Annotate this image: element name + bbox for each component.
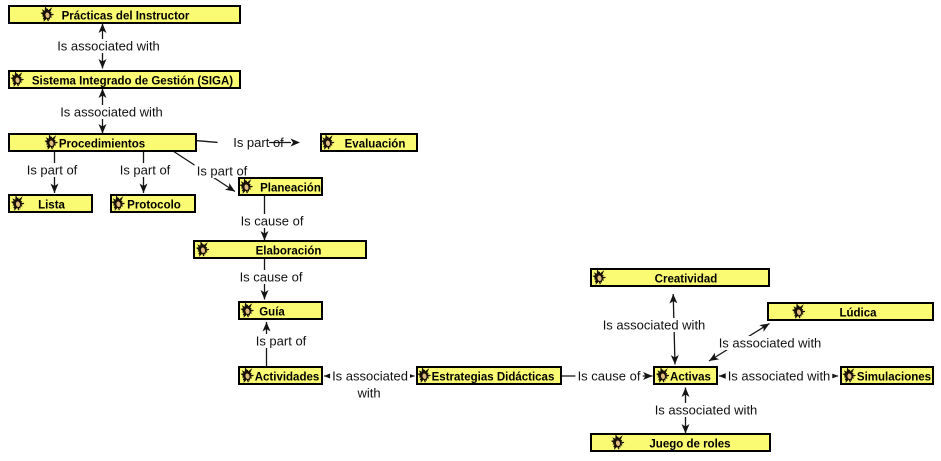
svg-text:Planeación: Planeación [260,183,321,195]
svg-text:Is part of: Is part of [27,163,78,178]
svg-text:Is associated: Is associated [332,369,408,384]
svg-text:Sistema Integrado de Gestión (: Sistema Integrado de Gestión (SIGA) [32,76,233,88]
svg-text:Is associated with: Is associated with [719,336,822,351]
svg-text:Activas: Activas [670,372,711,384]
svg-text:Evaluación: Evaluación [345,139,406,151]
svg-text:Is associated with: Is associated with [57,39,160,54]
svg-text:Elaboración: Elaboración [256,246,322,258]
svg-text:Is cause of: Is cause of [241,214,304,229]
svg-text:Guía: Guía [259,307,285,319]
svg-text:Simulaciones: Simulaciones [857,372,931,384]
svg-text:Is part of: Is part of [120,163,171,178]
svg-text:Estrategias Didácticas: Estrategias Didácticas [432,372,555,384]
svg-text:Is part of: Is part of [256,334,307,349]
svg-text:Actividades: Actividades [255,372,320,384]
svg-text:Is cause of: Is cause of [240,270,303,285]
svg-text:with: with [356,386,380,401]
svg-text:Protocolo: Protocolo [127,200,181,212]
svg-text:Procedimientos: Procedimientos [59,139,145,151]
svg-text:Lista: Lista [38,200,65,212]
svg-text:Is associated with: Is associated with [655,403,758,418]
svg-text:Lúdica: Lúdica [839,308,877,320]
svg-text:Is associated with: Is associated with [603,318,706,333]
svg-text:Is part of: Is part of [197,164,248,179]
svg-text:Is cause of: Is cause of [578,369,641,384]
svg-text:Juego de roles: Juego de roles [649,439,730,451]
svg-text:Is associated with: Is associated with [728,369,831,384]
svg-text:Is part of: Is part of [233,135,284,150]
svg-text:Creatividad: Creatividad [655,274,718,286]
svg-text:Is associated with: Is associated with [60,105,163,120]
svg-text:Prácticas del Instructor: Prácticas del Instructor [62,11,190,23]
